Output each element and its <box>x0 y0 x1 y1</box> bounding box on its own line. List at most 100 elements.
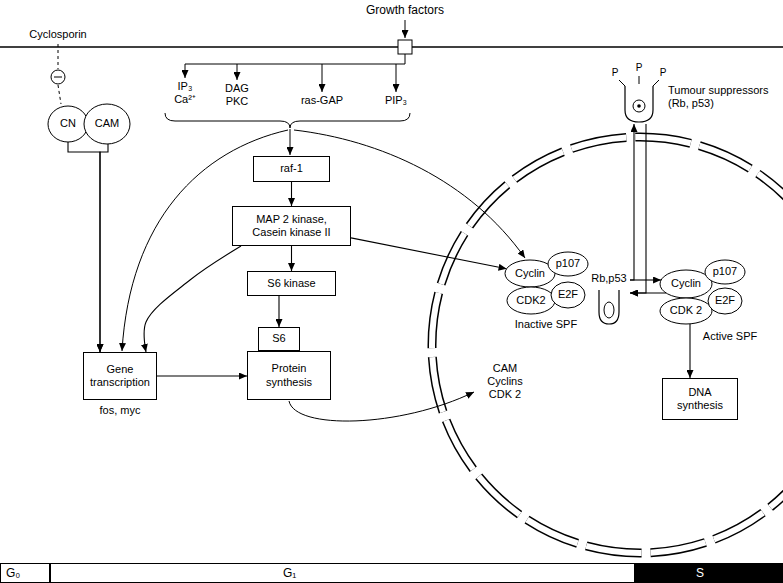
nuclear-envelope-inner <box>432 137 783 553</box>
phosphate-label: P <box>535 67 695 79</box>
arrow <box>290 129 291 155</box>
arrow <box>185 64 186 78</box>
process-box: Gene transcription <box>83 352 157 400</box>
process-box: Protein synthesis <box>247 351 331 400</box>
label-text: Inactive SPF <box>515 318 577 331</box>
process-box: raf-1 <box>253 156 330 182</box>
node-text: p107 <box>556 257 580 270</box>
node-text: CAM <box>95 117 119 130</box>
label-text: P <box>660 67 667 79</box>
complex-label: Inactive SPF <box>466 318 626 331</box>
messenger-label: IP₃ Ca²⁺ <box>168 80 202 106</box>
rb-cup <box>599 290 619 324</box>
suppressor-circle <box>633 100 645 112</box>
node-text: Rb,p53 <box>591 272 626 285</box>
node-text: p107 <box>713 265 737 278</box>
label-text: PIP₃ <box>385 94 407 107</box>
protein-oval: E2F <box>708 288 742 314</box>
label-text: CAM Cyclins CDK 2 <box>480 362 530 402</box>
protein-oval: p107 <box>705 260 745 284</box>
inhibition-symbol <box>51 70 65 84</box>
label-text: Active SPF <box>703 330 757 343</box>
process-box: MAP 2 kinase, Casein kinase II <box>232 206 351 246</box>
oval-outline <box>660 298 712 324</box>
protein-oval: Cyclin <box>660 270 712 298</box>
oval-outline <box>548 252 588 276</box>
cycle-phase: G₀ <box>0 563 50 583</box>
messenger-label: DAG PKC <box>219 82 255 108</box>
cycle-phase: S <box>635 563 783 583</box>
connector <box>100 144 108 352</box>
label-text: P <box>636 62 643 74</box>
inhibition-line <box>58 85 61 104</box>
rb-inner <box>604 302 614 318</box>
gene-label: fos, myc <box>40 404 200 417</box>
label-text: Growth factors <box>366 3 444 17</box>
protein-oval: E2F <box>551 282 585 308</box>
node-text: Cyclin <box>515 267 545 280</box>
label-text: ras-GAP <box>301 94 343 107</box>
process-box: S6 <box>258 327 300 351</box>
rb-p53-shape: Rb,p53 <box>588 272 630 328</box>
cycle-phase: G₁ <box>50 563 635 583</box>
nuclear-envelope <box>432 137 783 553</box>
connector <box>157 375 247 376</box>
oval-outline <box>705 260 745 284</box>
label-text: P <box>612 67 619 79</box>
connector <box>278 296 279 327</box>
node-text: E2F <box>558 288 578 301</box>
phosphate-label: P <box>583 67 743 79</box>
suppressor-cup <box>625 86 653 122</box>
cell-membrane <box>0 46 783 48</box>
product-label: CAM Cyclins CDK 2 <box>480 362 530 402</box>
label-text: Cyclosporin <box>29 28 86 41</box>
label-text: IP₃ Ca²⁺ <box>168 80 202 106</box>
minus-sign <box>54 77 62 78</box>
node-text: CDK 2 <box>670 304 702 317</box>
oval-outline <box>84 104 130 144</box>
node-text: Cyclin <box>671 277 701 290</box>
connector <box>291 182 292 206</box>
brace <box>165 113 410 128</box>
rb-symbol <box>588 288 630 328</box>
connector <box>689 324 690 378</box>
connector <box>68 142 100 352</box>
node-text: raf-1 <box>280 162 303 175</box>
arrow <box>322 64 323 92</box>
node-text: CDK2 <box>516 294 545 307</box>
oval-outline <box>507 287 555 314</box>
connector <box>630 124 634 280</box>
oval-outline <box>48 106 88 142</box>
phosphate-label: P <box>559 62 719 74</box>
tumour-suppressor: Tumour suppressors (Rb, p53) <box>622 84 776 124</box>
suppressor-dot <box>637 104 641 108</box>
oval-outline <box>660 270 712 298</box>
messenger-label: ras-GAP <box>242 94 402 107</box>
node-text: S6 <box>272 332 285 345</box>
protein-oval: CDK 2 <box>660 298 712 324</box>
arrow <box>405 20 406 38</box>
drug-label: Cyclosporin <box>0 28 138 41</box>
node-text: Protein synthesis <box>254 362 324 388</box>
connector <box>351 238 507 269</box>
node-text: E2F <box>715 294 735 307</box>
node-text: S6 kinase <box>267 277 315 290</box>
node-text: G₀ <box>6 566 20 580</box>
label-text: DAG PKC <box>219 82 255 108</box>
node-text: Tumour suppressors (Rb, p53) <box>668 84 776 110</box>
suppressor-symbol <box>622 84 656 124</box>
node-text: MAP 2 kinase, Casein kinase II <box>246 213 338 239</box>
connector <box>630 124 646 293</box>
protein-oval: CDK2 <box>507 287 555 314</box>
process-box: S6 kinase <box>247 271 336 296</box>
signal-branch <box>185 54 405 64</box>
phosphate-tick <box>619 76 659 86</box>
connector <box>144 246 241 352</box>
label-text: fos, myc <box>100 404 141 417</box>
node-text: G₁ <box>283 566 296 580</box>
protein-circle: CN <box>48 106 88 142</box>
process-box: DNA synthesis <box>662 378 738 420</box>
protein-circle: CAM <box>84 104 130 144</box>
oval-outline <box>551 282 585 308</box>
